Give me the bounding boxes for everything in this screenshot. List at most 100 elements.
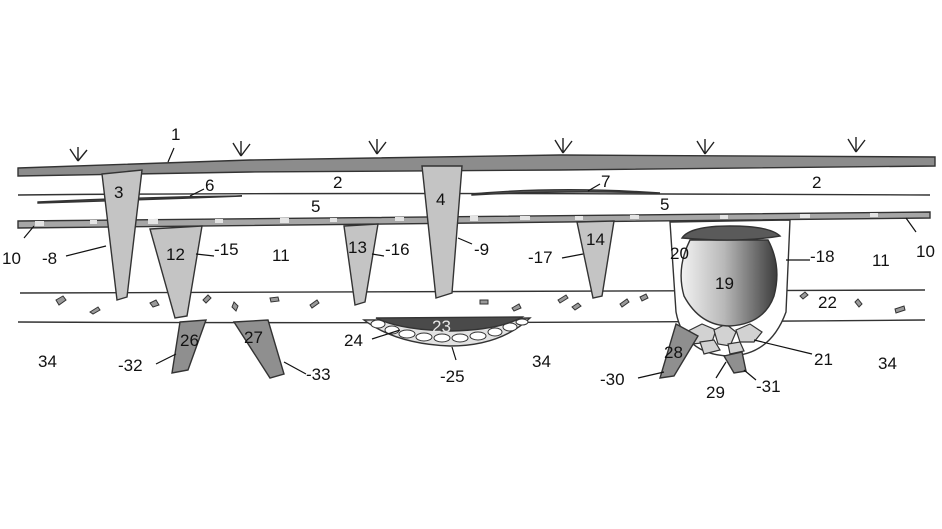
feature-13-pit (343, 223, 379, 306)
inclusion (309, 299, 320, 309)
label-11-left: 11 (272, 246, 290, 265)
layer-1-surface (17, 154, 936, 177)
grass-tufts (69, 137, 866, 162)
label-4: 4 (436, 190, 445, 209)
grass-tuft (696, 139, 715, 155)
label-30: -30 (600, 370, 625, 389)
stone (735, 323, 763, 343)
feature-4-post (421, 165, 463, 299)
layer-10-texture (35, 213, 878, 226)
label-2-left: 2 (333, 173, 342, 192)
leader-lines (23, 147, 917, 381)
inclusion (619, 298, 630, 308)
label-8: -8 (42, 249, 57, 268)
stone (727, 341, 745, 355)
leader-24 (371, 329, 401, 340)
feature-27 (232, 319, 285, 379)
pebble (515, 318, 529, 326)
label-5-left: 5 (311, 197, 320, 216)
grass-tuft (554, 138, 573, 154)
label-22: 22 (818, 293, 837, 312)
feature-19-vessel (680, 239, 778, 327)
leader-21 (753, 339, 813, 355)
label-29: 29 (706, 383, 725, 402)
leader-25 (451, 346, 457, 361)
inclusion (55, 295, 67, 306)
label-32: -32 (118, 356, 143, 375)
leader-8 (65, 245, 107, 257)
label-7: 7 (601, 172, 610, 191)
label-10-right: 10 (916, 242, 935, 261)
leader-31 (743, 369, 757, 381)
label-3: 3 (114, 183, 123, 202)
feature-29 (722, 351, 747, 374)
leader-10b (905, 217, 917, 233)
interface-line-11-22 (19, 289, 926, 294)
leader-15 (195, 253, 215, 257)
pebble (451, 333, 469, 343)
label-25: -25 (440, 367, 465, 386)
label-12: 12 (166, 245, 185, 264)
label-33: -33 (306, 365, 331, 384)
label-34-right: 34 (878, 354, 897, 373)
inclusion (231, 301, 239, 312)
label-34-left: 34 (38, 352, 57, 371)
label-26: 26 (180, 331, 199, 350)
inclusion (511, 303, 522, 312)
label-18: -18 (810, 247, 835, 266)
label-19: 19 (715, 274, 734, 293)
leader-9 (457, 237, 473, 245)
inclusion (639, 293, 649, 302)
feature-23-pit-fill (375, 316, 525, 332)
feature-14-pit (576, 220, 615, 299)
leader-6 (189, 188, 205, 197)
layer-6-lens (37, 195, 243, 204)
pebble (415, 332, 433, 342)
leader-33 (283, 361, 307, 375)
leader-29 (715, 361, 727, 379)
inclusion (89, 306, 101, 315)
layer-22-inclusions (55, 291, 906, 315)
label-16: -16 (385, 240, 410, 259)
stone (699, 339, 721, 355)
inclusion (799, 291, 809, 300)
label-17: -17 (528, 248, 553, 267)
label-24: 24 (344, 331, 363, 350)
label-27: 27 (244, 328, 263, 347)
label-28: 28 (664, 343, 683, 362)
layer-7-lens (471, 189, 661, 196)
inclusion (854, 298, 863, 308)
inclusion (479, 299, 489, 305)
label-5-right: 5 (660, 195, 669, 214)
inclusion (149, 299, 160, 308)
pebble (487, 327, 503, 337)
leader-1 (167, 147, 175, 163)
pebble (370, 319, 386, 329)
inclusion (571, 302, 582, 311)
label-13: 13 (348, 238, 367, 257)
pebble (398, 329, 416, 339)
grass-tuft (69, 147, 88, 162)
grass-tuft (847, 137, 866, 153)
labels: 1 2 2 3 4 5 5 6 7 -8 -9 10 10 11 11 12 1… (2, 125, 935, 402)
label-14: 14 (586, 230, 605, 249)
leader-7 (587, 183, 601, 192)
pebble (469, 331, 487, 341)
leader-16 (371, 253, 385, 257)
inclusion (202, 294, 212, 304)
label-10-left: 10 (2, 249, 21, 268)
feature-3-post (101, 169, 143, 301)
leader-30 (637, 371, 665, 379)
leader-10a (23, 225, 35, 239)
inclusion (894, 305, 906, 314)
vessel-lid (680, 225, 782, 241)
feature-26 (171, 319, 208, 374)
leader-32 (155, 353, 177, 365)
label-9: -9 (474, 240, 489, 259)
label-21: 21 (814, 350, 833, 369)
grass-tuft (368, 139, 387, 155)
leader-17 (561, 253, 584, 259)
label-34-middle: 34 (532, 352, 551, 371)
label-2-right: 2 (812, 173, 821, 192)
